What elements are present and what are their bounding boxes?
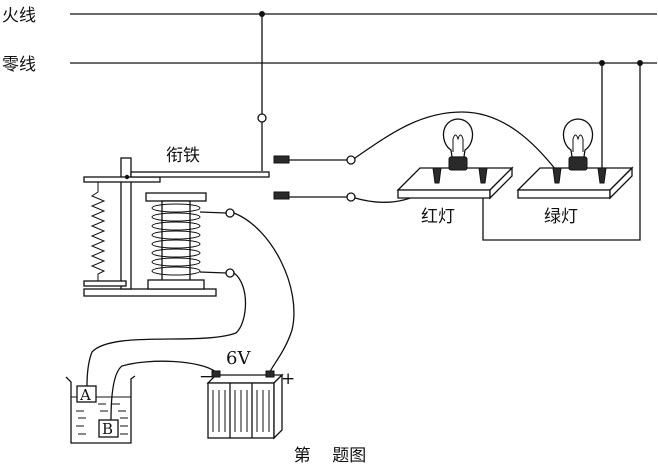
- green-lamp-right-terminal: [597, 167, 607, 184]
- spring-top-bracket: [83, 176, 161, 183]
- armature-pivot: [124, 174, 130, 180]
- beaker: A B: [65, 375, 136, 444]
- battery: 6V − +: [199, 348, 295, 440]
- lower-contact: [273, 191, 290, 200]
- live-wire-label: 火线: [2, 6, 36, 26]
- battery-negative-label: −: [199, 367, 213, 387]
- relay: 衔铁: [83, 146, 270, 297]
- neutral-wire-label: 零线: [2, 55, 36, 75]
- water-hatching: [76, 403, 128, 435]
- battery-positive-label: +: [281, 369, 295, 389]
- red-lamp-platform-side: [489, 166, 513, 200]
- red-lamp-platform-front: [397, 189, 491, 199]
- electromagnet-bottom-cap: [147, 279, 205, 290]
- green-lamp-label: 绿灯: [544, 207, 578, 227]
- red-lamp-label: 红灯: [421, 207, 455, 227]
- coil-terminal-top: [225, 208, 235, 218]
- electrode-b: [98, 419, 119, 438]
- wire-coil-to-electrode-a: [86, 272, 247, 387]
- red-lamp-neutral-wire: [482, 63, 641, 241]
- green-lamp-socket: [568, 156, 588, 171]
- spring: [90, 182, 106, 281]
- relay-post: [120, 157, 132, 290]
- red-lamp-filament: [452, 134, 464, 152]
- electrode-a-label: A: [79, 386, 91, 404]
- wire-battery-negative-to-electrode-b: [110, 360, 217, 421]
- battery-negative-terminal: [211, 370, 221, 378]
- coil-lead-top: [199, 211, 227, 214]
- battery-positive-terminal: [265, 370, 275, 378]
- spring-bottom-bracket: [83, 280, 127, 287]
- beaker-outline: [65, 375, 136, 444]
- wire-to-green-lamp: [354, 111, 557, 171]
- armature: [130, 171, 270, 178]
- green-lamp: 绿灯: [516, 118, 634, 227]
- electromagnet-top-cap: [145, 192, 207, 202]
- electrode-a: [76, 385, 97, 403]
- red-lamp-socket: [448, 156, 468, 171]
- live-terminal: [257, 113, 267, 123]
- electrode-b-label: B: [102, 420, 113, 438]
- red-lamp-right-terminal: [478, 167, 488, 184]
- figure-caption: 第 题图: [294, 446, 367, 466]
- armature-label: 衔铁: [166, 146, 200, 166]
- upper-contact: [273, 155, 290, 164]
- green-lamp-platform-front: [517, 189, 611, 199]
- electromagnet-coil: [151, 203, 201, 276]
- green-lamp-platform-side: [609, 166, 633, 200]
- red-lamp-left-terminal: [432, 167, 442, 184]
- wire-coil-to-battery-positive: [233, 212, 295, 373]
- relay-base: [83, 288, 217, 297]
- coil-lead-bottom: [199, 271, 227, 274]
- upper-contact-terminal: [346, 155, 356, 165]
- green-lamp-filament: [572, 134, 584, 152]
- lower-contact-terminal: [346, 192, 356, 202]
- coil-terminal-bottom: [225, 268, 235, 278]
- battery-voltage-label: 6V: [226, 348, 251, 369]
- red-lamp: 红灯: [396, 118, 514, 227]
- battery-cell-shading: [212, 390, 270, 432]
- green-lamp-left-terminal: [552, 167, 562, 184]
- battery-side-face: [273, 373, 283, 440]
